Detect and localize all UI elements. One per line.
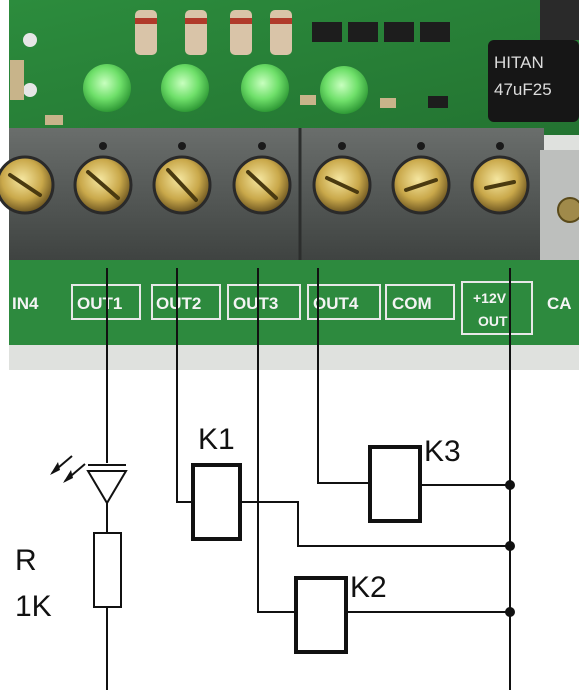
relay-k1 [191, 463, 242, 541]
label-out4: OUT4 [313, 294, 359, 313]
smd-components [10, 22, 450, 125]
led-out2 [161, 64, 209, 112]
diode-row [135, 10, 292, 55]
label-com: COM [392, 294, 432, 313]
resistor-symbol [93, 532, 122, 608]
capacitor-brand: HITAN [494, 53, 544, 72]
terminal-labels: IN4 OUT1 OUT2 OUT3 OUT4 COM +12V OUT CA [12, 281, 572, 335]
label-in4: IN4 [12, 294, 39, 313]
wire-out4 [317, 268, 370, 484]
label-ca: CA [547, 294, 572, 313]
resistor-value: 1K [15, 590, 52, 623]
label-out2: OUT2 [156, 294, 201, 313]
resistor-name: R [15, 544, 37, 577]
wire-out2 [176, 268, 193, 503]
relay-coils [191, 445, 422, 654]
label-12v: +12V [473, 290, 507, 306]
junction-dots [505, 480, 515, 617]
capacitor: HITAN 47uF25 [488, 40, 579, 122]
pcb-photo: HITAN 47uF25 [0, 0, 579, 370]
relay-k3 [368, 445, 422, 523]
terminal-block [0, 128, 579, 260]
relay-k2-label: K2 [350, 571, 387, 604]
led-out4 [320, 66, 368, 114]
relay-k1-label: K1 [198, 423, 235, 456]
led-row [83, 64, 368, 114]
wire-k1-return [240, 501, 510, 547]
relay-k2 [294, 576, 348, 654]
led-symbol [50, 455, 128, 505]
capacitor-value: 47uF25 [494, 80, 552, 99]
schematic [106, 268, 511, 690]
wire-out3 [257, 268, 296, 613]
label-12v-out: OUT [478, 313, 508, 329]
relay-k3-label: K3 [424, 435, 461, 468]
led-out3 [241, 64, 289, 112]
label-out3: OUT3 [233, 294, 278, 313]
led-out1 [83, 64, 131, 112]
label-out1: OUT1 [77, 294, 122, 313]
